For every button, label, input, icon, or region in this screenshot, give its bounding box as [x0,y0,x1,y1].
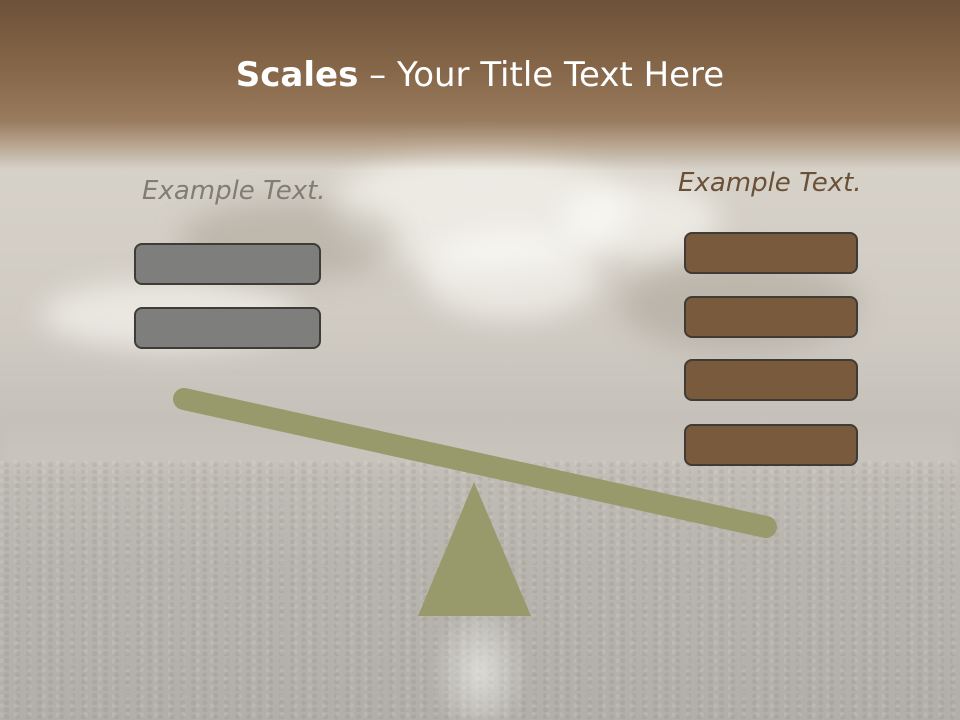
cloud [420,230,600,320]
scale-fulcrum [418,482,531,616]
right-weight-box [684,296,858,338]
right-weight-box [684,424,858,466]
left-weight-box [134,307,321,349]
scale-beam [173,388,777,538]
title-rest: – Your Title Text Here [358,55,725,95]
water-glint [430,600,530,720]
title-band [0,0,960,170]
right-example-text: Example Text. [678,168,862,198]
right-weight-box [684,359,858,401]
left-weight-box [134,243,321,285]
right-weight-box [684,232,858,274]
left-example-text: Example Text. [142,176,326,206]
title-bold-part: Scales [235,55,359,95]
slide-title: Scales – Your Title Text Here [0,50,960,100]
